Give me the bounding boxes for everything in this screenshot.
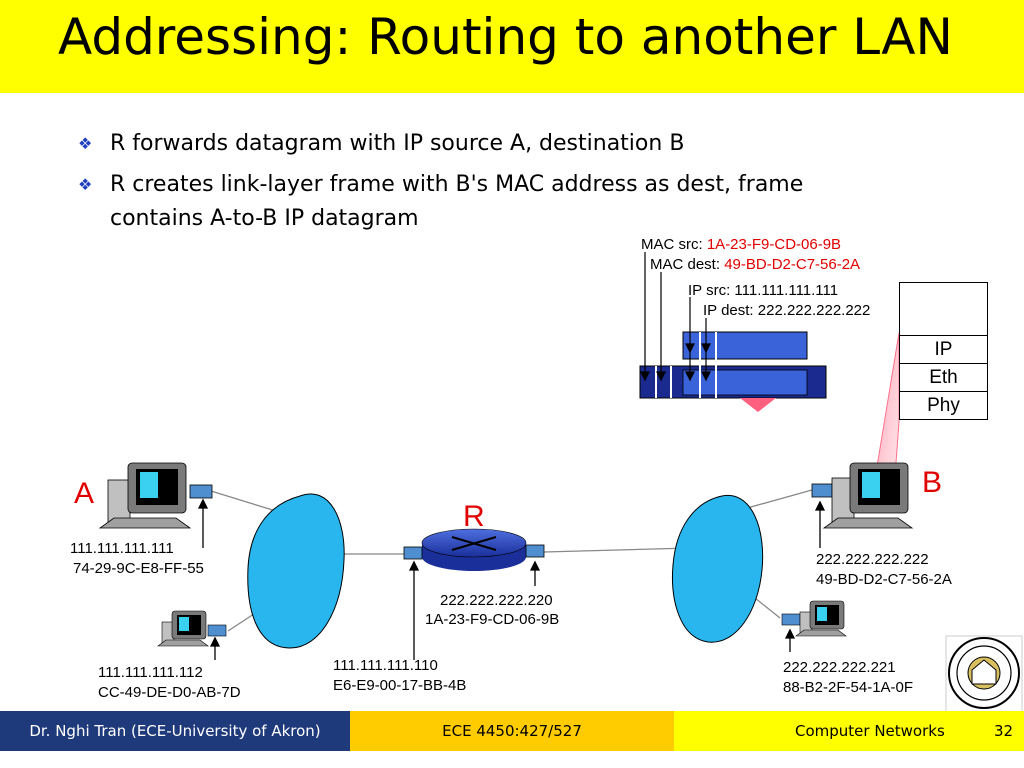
diamond-bullet-icon: ❖: [78, 175, 93, 194]
slide-title: Addressing: Routing to another LAN: [58, 8, 953, 66]
computer-b-icon: [811, 462, 914, 529]
bullet-1-text: R forwards datagram with IP source A, de…: [110, 131, 685, 156]
node-a-label: A: [74, 477, 95, 510]
frame-payload-box: [682, 369, 808, 396]
protocol-stack: IP Eth Phy: [899, 282, 988, 420]
footer-author: Dr. Nghi Tran (ECE-University of Akron): [0, 711, 350, 751]
address-arrows: [197, 498, 826, 660]
ip-dest-label: IP dest: 222.222.222.222: [703, 302, 871, 319]
router-left-mac: E6-E9-00-17-BB-4B: [333, 677, 467, 694]
title-bar: [0, 0, 1024, 93]
router-right-mac: 1A-23-F9-CD-06-9B: [425, 611, 560, 628]
footer-page-number: 32: [994, 722, 1014, 740]
node-r-label: R: [463, 500, 485, 533]
router-right-ip: 222.222.222.220: [440, 592, 553, 609]
frame-pointers: [640, 252, 711, 382]
computer-a2-icon: [157, 610, 227, 647]
node-b-label: B: [922, 466, 943, 499]
stack-layer-phy: Phy: [900, 391, 987, 419]
datagram-frame: [639, 331, 827, 412]
host-b2-mac: 88-B2-2F-54-1A-0F: [783, 679, 914, 696]
stack-empty-layer: [900, 283, 987, 309]
mac-src-value: 1A-23-F9-CD-06-9B: [706, 236, 842, 253]
host-a2-mac: CC-49-DE-D0-AB-7D: [98, 684, 241, 701]
computer-a-icon: [98, 462, 213, 529]
router-icon: [403, 528, 545, 571]
bullet-2-text-line2: contains A-to-B IP datagram: [110, 206, 419, 231]
stack-layer-ip: IP: [900, 335, 987, 363]
mac-dest-value: 49-BD-D2-C7-56-2A: [724, 256, 861, 273]
router-left-interface: [403, 546, 423, 560]
host-b-ip: 222.222.222.222: [816, 551, 929, 568]
mac-src-label: MAC src: 1A-23-F9-CD-06-9B: [641, 236, 842, 253]
down-arrow-icon: [740, 398, 776, 412]
mac-dest-label: MAC dest: 49-BD-D2-C7-56-2A: [650, 256, 861, 273]
footer-subject: Computer Networks: [795, 722, 945, 740]
router-right-interface: [525, 544, 545, 558]
host-b-mac: 49-BD-D2-C7-56-2A: [816, 571, 952, 588]
host-a2-ip: 111.111.111.112: [98, 664, 203, 681]
host-a-ip: 111.111.111.111: [70, 540, 174, 557]
university-seal-logo: [945, 635, 1023, 713]
stack-layer-eth: Eth: [900, 363, 987, 391]
footer-right: Computer Networks 32: [674, 711, 1024, 751]
lan-cloud-right: [672, 494, 764, 643]
lan-cloud-left: [247, 493, 345, 649]
ip-src-label: IP src: 111.111.111.111: [688, 282, 839, 299]
bullet-2-text: R creates link-layer frame with B's MAC …: [110, 172, 804, 197]
ip-datagram-box: [682, 331, 808, 360]
computer-b2-icon: [781, 600, 847, 637]
footer-course: ECE 4450:427/527: [350, 711, 674, 751]
stack-empty-layer-2: [900, 309, 987, 335]
diamond-bullet-icon: ❖: [78, 134, 93, 153]
host-b2-ip: 222.222.222.221: [783, 659, 896, 676]
host-a-mac: 74-29-9C-E8-FF-55: [73, 560, 204, 577]
router-left-ip: 111.111.111.110: [333, 657, 438, 674]
